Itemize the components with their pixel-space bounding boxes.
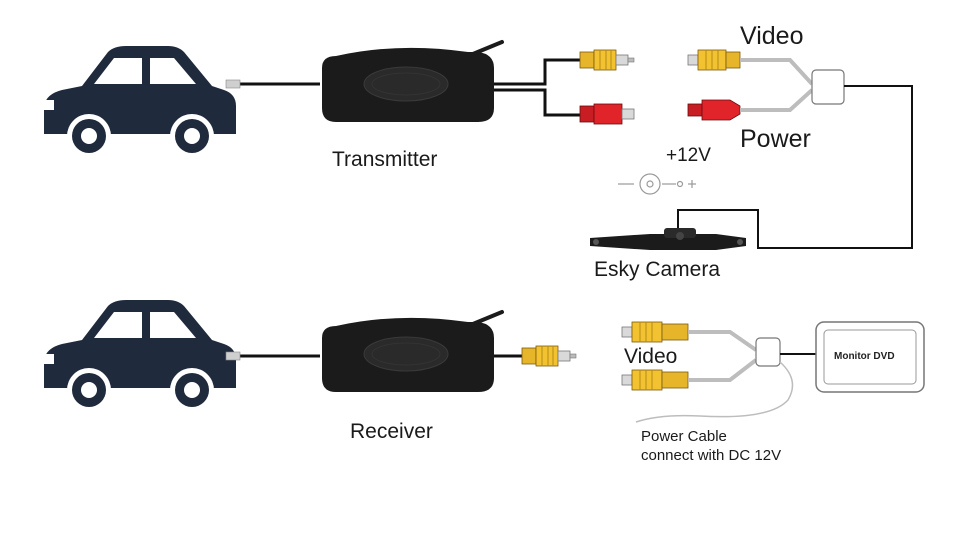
label-power: Power: [740, 125, 811, 153]
dc-power-cable: [635, 361, 794, 423]
transmitter-video-rca: [579, 49, 635, 71]
label-power-cable-dc: connect with DC 12V: [641, 447, 782, 464]
monitor-video-rca-2: [621, 369, 689, 391]
camera-cable-junction: [811, 69, 845, 105]
transmitter-power-plug: [579, 103, 635, 125]
transmitter-power-wire: [494, 88, 580, 117]
label-video-bottom: Video: [624, 345, 678, 368]
camera-video-rca: [687, 49, 741, 71]
power-polarity-icon: [618, 173, 696, 195]
car-icon-bottom: [44, 300, 236, 412]
label-esky-camera: Esky Camera: [594, 258, 721, 281]
transmitter-module: [320, 40, 504, 124]
esky-camera: [590, 228, 746, 250]
transmitter-video-wire: [494, 58, 580, 86]
label-plus-12v: +12V: [666, 145, 711, 166]
label-video-top: Video: [740, 22, 804, 50]
car-icon-top: [44, 46, 236, 158]
receiver-module: [320, 310, 504, 394]
label-receiver: Receiver: [350, 420, 433, 443]
monitor-dvd: [815, 321, 925, 393]
label-monitor-dvd: Monitor DVD: [834, 351, 895, 362]
label-transmitter: Transmitter: [332, 148, 438, 171]
camera-power-jack: [687, 99, 741, 121]
monitor-video-rca-1: [621, 321, 689, 343]
camera-cable: [677, 85, 913, 249]
label-power-cable: Power Cable: [641, 428, 727, 445]
monitor-cable-junction: [755, 337, 781, 367]
receiver-video-rca: [521, 345, 577, 367]
